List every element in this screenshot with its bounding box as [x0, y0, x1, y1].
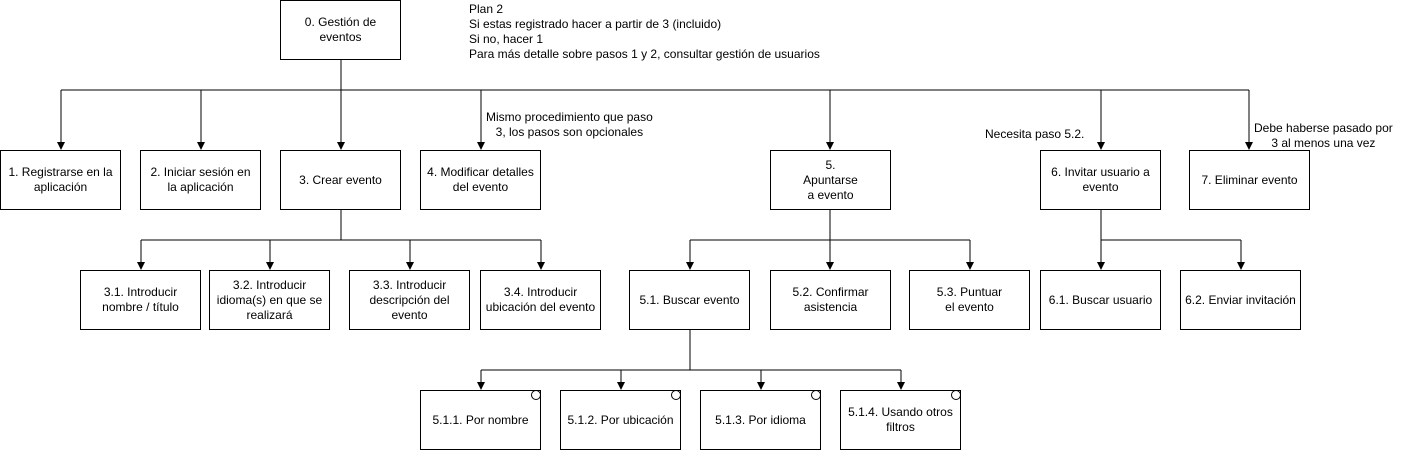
plan-line: Si estas registrado hacer a partir de 3 …	[469, 17, 722, 31]
node-2-iniciar-sesion[interactable]: 2. Iniciar sesión en la aplicación	[140, 150, 261, 210]
node-5-1-buscar-evento[interactable]: 5.1. Buscar evento	[629, 270, 750, 330]
option-circle-icon	[811, 390, 821, 400]
delete-note: Debe haberse pasado por 3 al menos una v…	[1254, 121, 1393, 150]
node-5-1-3-por-idioma[interactable]: 5.1.3. Por idioma	[700, 390, 821, 450]
node-5-2-confirmar-asistencia[interactable]: 5.2. Confirmar asistencia	[770, 270, 891, 330]
option-circle-icon	[671, 390, 681, 400]
node-3-3-descripcion[interactable]: 3.3. Introducir descripción del evento	[349, 270, 470, 330]
node-4-modificar-detalles[interactable]: 4. Modificar detalles del evento	[420, 150, 541, 210]
node-5-1-2-por-ubicacion[interactable]: 5.1.2. Por ubicación	[560, 390, 681, 450]
node-5-1-4-otros-filtros[interactable]: 5.1.4. Usando otros filtros	[840, 390, 961, 450]
invite-note: Necesita paso 5.2.	[985, 127, 1085, 141]
plan-line: Si no, hacer 1	[469, 32, 544, 46]
plan-line: Plan 2	[469, 2, 504, 16]
node-0-gestion-eventos[interactable]: 0. Gestión de eventos	[280, 0, 401, 60]
node-3-crear-evento[interactable]: 3. Crear evento	[280, 150, 401, 210]
option-circle-icon	[531, 390, 541, 400]
node-6-2-enviar-invitacion[interactable]: 6.2. Enviar invitación	[1180, 270, 1301, 330]
node-5-1-1-por-nombre[interactable]: 5.1.1. Por nombre	[420, 390, 541, 450]
node-3-4-ubicacion[interactable]: 3.4. Introducir ubicación del evento	[480, 270, 601, 330]
node-7-eliminar-evento[interactable]: 7. Eliminar evento	[1189, 150, 1310, 210]
option-circle-icon	[951, 390, 961, 400]
node-5-3-puntuar[interactable]: 5.3. Puntuar el evento	[909, 270, 1030, 330]
node-3-2-idioma[interactable]: 3.2. Introducir idioma(s) en que se real…	[209, 270, 330, 330]
plan-line: Para más detalle sobre pasos 1 y 2, cons…	[469, 47, 820, 61]
node-3-1-nombre[interactable]: 3.1. Introducir nombre / título	[80, 270, 201, 330]
node-1-registrarse[interactable]: 1. Registrarse en la aplicación	[0, 150, 121, 210]
modify-note: Mismo procedimiento que paso 3, los paso…	[486, 110, 653, 139]
node-6-1-buscar-usuario[interactable]: 6.1. Buscar usuario	[1040, 270, 1161, 330]
node-5-apuntarse[interactable]: 5. Apuntarse a evento	[770, 150, 891, 210]
node-6-invitar-usuario[interactable]: 6. Invitar usuario a evento	[1040, 150, 1161, 210]
plan-note: Plan 2 Si estas registrado hacer a parti…	[469, 2, 820, 62]
